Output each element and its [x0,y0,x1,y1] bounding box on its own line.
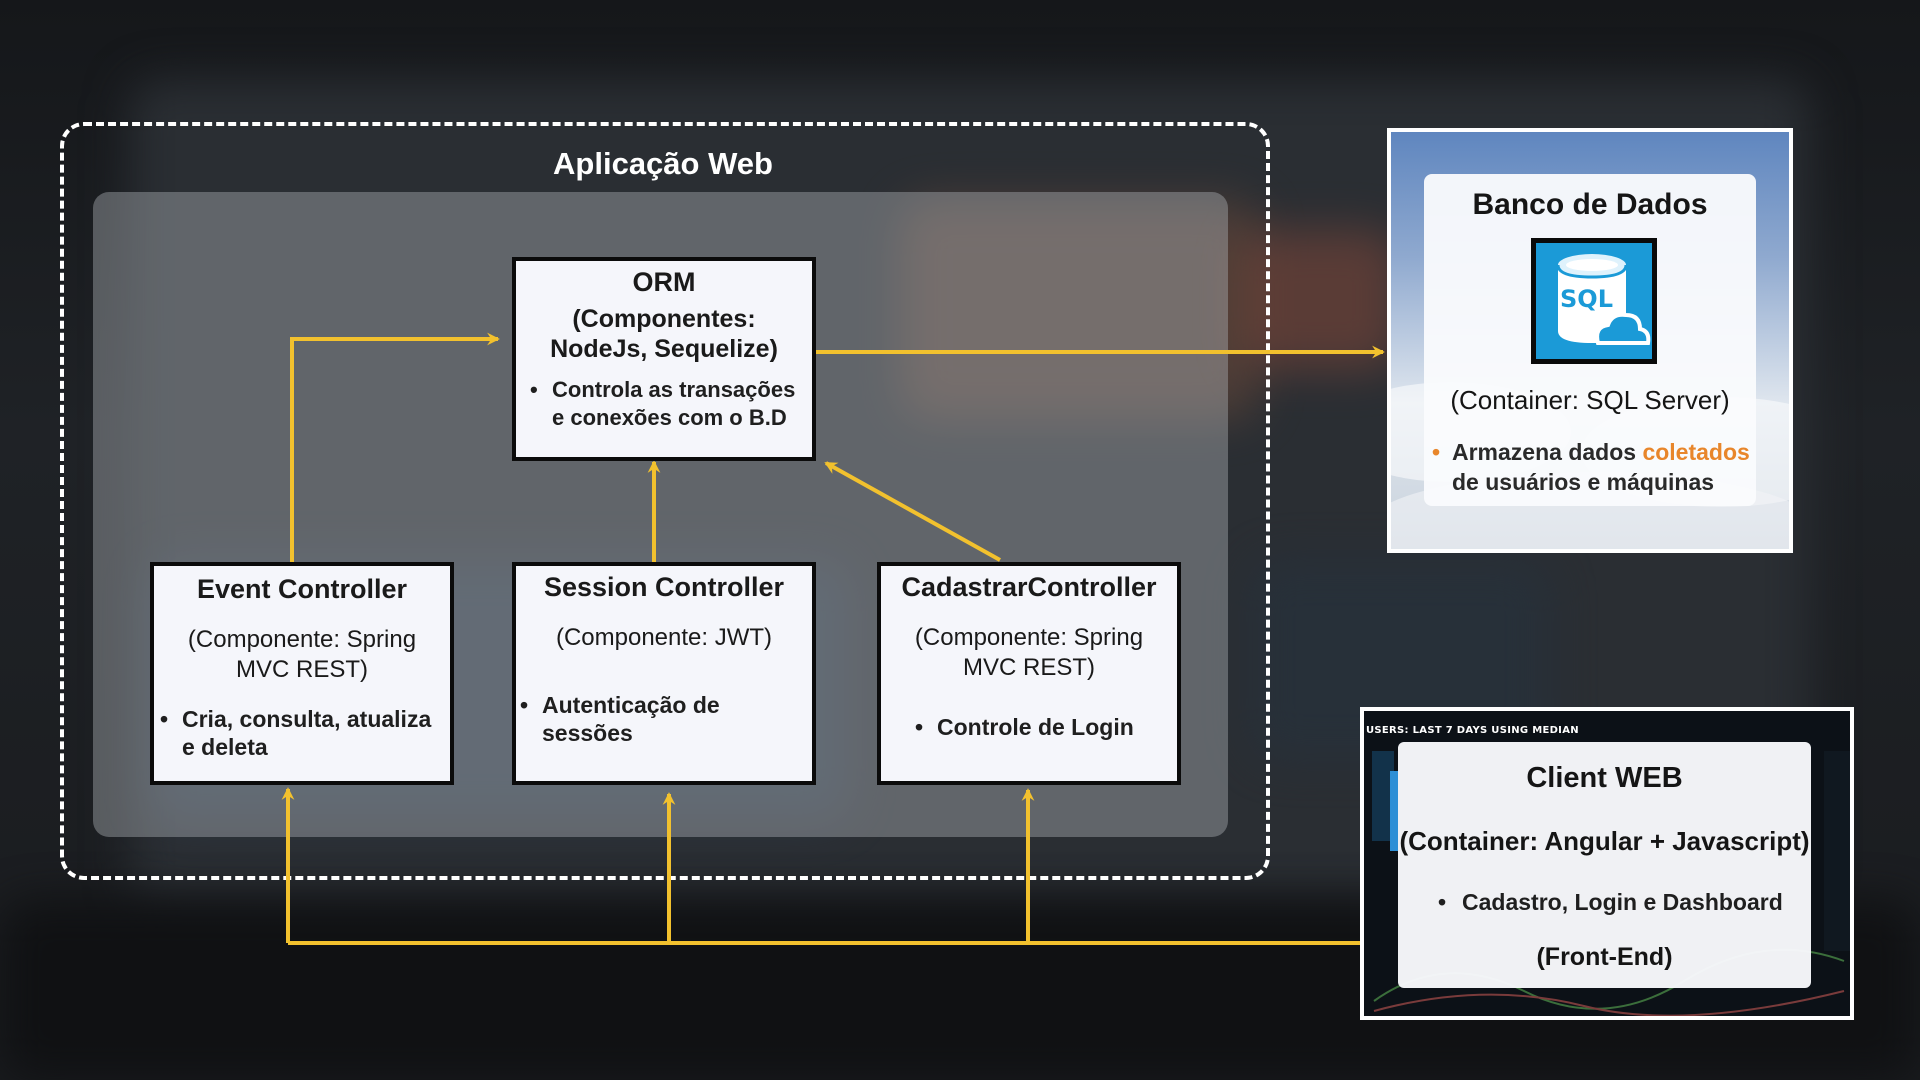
client-web-bullet: • Cadastro, Login e Dashboard [1436,889,1783,916]
sql-icon-text: SQL [1560,285,1613,313]
sql-icon-graphic: SQL [1556,254,1651,345]
session-controller-title: Session Controller [543,572,785,602]
session-controller-bullet-text: Autenticação de sessões [542,692,720,746]
database-bullet-highlight: coletados [1642,439,1750,465]
event-controller-bullet-text: Cria, consulta, atualiza e deleta [182,706,432,760]
event-to-orm-arrow [290,332,500,562]
orm-subtitle: (Componentes: NodeJs, Sequelize) [550,305,778,363]
session-controller-subtitle: (Componente: JWT) [555,624,773,651]
client-web-subtitle: (Container: Angular + Javascript) [1399,826,1810,856]
cadastrar-controller-bullet-text: Controle de Login [937,714,1134,740]
event-controller-subtitle: (Componente: Spring MVC REST) [187,626,417,683]
database-subtitle: (Container: SQL Server) [1450,385,1730,415]
session-controller-bullet: • Autenticação de sessões [516,691,812,747]
orm-title: ORM [632,267,696,297]
client-web-footer: (Front-End) [1536,943,1673,971]
bullet-dot-icon: • [1432,439,1441,465]
bullet-dot-icon: • [160,706,169,732]
sql-database-cloud-icon: SQL [1531,238,1657,364]
event-controller-bullet: • Cria, consulta, atualiza e deleta [156,705,450,761]
event-controller-box: Event Controller (Componente: Spring MVC… [150,562,454,785]
client-web-card [1398,742,1811,988]
bullet-dot-icon: • [530,377,538,402]
bullet-dot-icon: • [915,714,924,740]
dashboard-header: USERS: LAST 7 DAYS USING MEDIAN [1366,725,1579,736]
orm-bullet-text: Controla as transações e conexões com o … [552,377,796,430]
database-title: Banco de Dados [1472,188,1708,221]
event-controller-title: Event Controller [196,574,408,604]
application-title: Aplicação Web [553,146,773,181]
orm-box: ORM (Componentes: NodeJs, Sequelize) • C… [512,257,816,461]
session-controller-box: Session Controller (Componente: JWT) • A… [512,562,816,785]
database-bullet-suffix: de usuários e máquinas [1452,469,1715,495]
cadastrar-to-orm-arrow [824,461,1001,562]
bullet-dot-icon: • [520,692,529,718]
orm-bullet: • Controla as transações e conexões com … [526,376,812,432]
client-web-bullet-text: Cadastro, Login e Dashboard [1462,889,1783,915]
client-web-title: Client WEB [1526,762,1683,794]
cadastrar-controller-title: CadastrarController [901,572,1157,602]
cadastrar-controller-box: CadastrarController (Componente: Spring … [877,562,1181,785]
cadastrar-controller-subtitle: (Componente: Spring MVC REST) [914,624,1144,681]
cadastrar-controller-bullet: • Controle de Login [911,713,1177,741]
application-boundary [60,122,1270,880]
database-bullet-prefix: Armazena dados [1452,439,1643,465]
bullet-dot-icon: • [1438,889,1447,915]
database-bullet: • Armazena dados coletados de usuários e… [1428,437,1758,497]
